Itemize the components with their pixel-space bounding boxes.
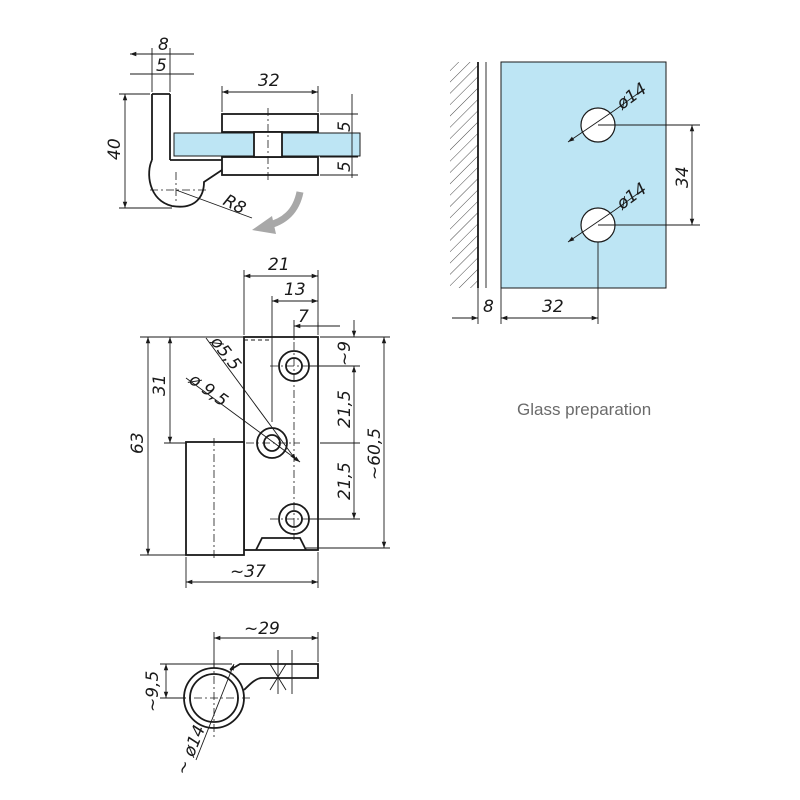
dim-32-top: 32	[258, 71, 280, 91]
dim-5b-top: 5	[335, 161, 355, 172]
dim-8-top: 8	[158, 35, 169, 55]
dim-8-glass: 8	[483, 297, 494, 317]
dim-32-glass: 32	[542, 297, 564, 317]
dim-21-front: 21	[268, 255, 290, 275]
dim-37-front: ~37	[230, 562, 266, 582]
hinge-plate-front	[243, 336, 319, 551]
dim-13-front: 13	[284, 280, 306, 300]
dim-63-front: 63	[128, 432, 148, 454]
glass-preparation-view: ø14 ø14 34 8 32	[450, 61, 700, 324]
dim-d14-bottom: ~ ø14	[172, 722, 210, 777]
dim-5a-top: 5	[335, 121, 355, 132]
dim-215b-front: 21,5	[335, 462, 355, 500]
dim-605-front: ~60,5	[365, 428, 385, 480]
caption-glass-preparation: Glass preparation	[517, 400, 651, 419]
dim-40-top: 40	[105, 138, 125, 160]
clamp-plate-bottom	[221, 156, 319, 176]
dim-215a-front: 21,5	[335, 390, 355, 428]
dim-34-glass: 34	[673, 166, 693, 188]
hinge-leaf	[151, 93, 171, 160]
dim-9-front: ~9	[335, 341, 355, 366]
dim-d55-front: ø5,5	[205, 332, 244, 375]
hinge-body-front	[185, 441, 245, 556]
dim-95-bottom: ~9,5	[143, 671, 163, 712]
dim-29-bottom: ~29	[244, 619, 280, 639]
front-view: 21 13 7 31 63 ø5,5 ø 9,5 ~9 21,5 21,5 ~6…	[128, 255, 390, 588]
bottom-leaf	[229, 663, 319, 691]
bottom-view: ~29 ~9,5 ~ ø14	[143, 619, 319, 778]
dim-31-front: 31	[150, 374, 170, 396]
wall-hatch	[450, 62, 478, 288]
clamp-plate-top	[221, 113, 319, 133]
dim-7-front: 7	[298, 307, 309, 327]
glass-panel	[500, 61, 667, 289]
dim-d95-front: ø 9,5	[184, 369, 231, 411]
dim-5-top: 5	[156, 56, 167, 76]
top-view: 8 5 32 40 5 5 R8	[105, 35, 361, 234]
hinge-knuckle	[148, 159, 223, 208]
